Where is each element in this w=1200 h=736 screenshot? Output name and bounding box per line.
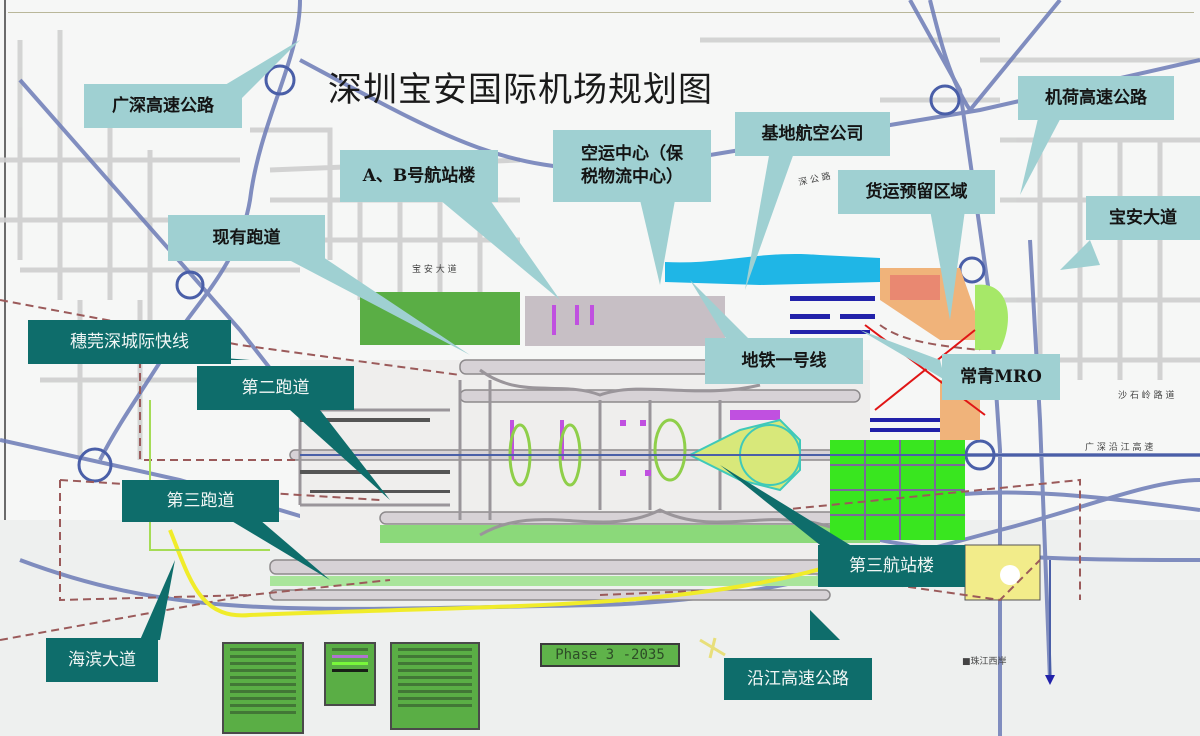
- callout-second-runway: 第二跑道: [197, 366, 354, 410]
- frame-border: [4, 0, 6, 736]
- callout-label-line1: 空运中心（保: [581, 144, 683, 165]
- callout-cargo-reserved-area: 货运预留区域: [838, 170, 995, 214]
- legend-aircraft-codes: [324, 642, 376, 706]
- callout-jihe-expressway: 机荷高速公路: [1018, 76, 1174, 120]
- legend-land-use: [222, 642, 304, 734]
- callout-binhai-avenue: 海滨大道: [46, 638, 158, 682]
- callout-label: 海滨大道: [68, 649, 136, 670]
- callout-metro-line-1: 地铁一号线: [705, 338, 863, 384]
- callout-changqing-mro: 常青MRO: [942, 354, 1060, 400]
- callout-label: 现有跑道: [212, 227, 281, 248]
- callout-label: 广深高速公路: [112, 95, 214, 116]
- callout-label: 常青MRO: [960, 366, 1042, 387]
- callout-label: 机荷高速公路: [1045, 87, 1147, 108]
- callout-label: 货运预留区域: [865, 181, 968, 202]
- frame-top-line: [8, 12, 1194, 13]
- callout-label: 宝安大道: [1109, 207, 1177, 228]
- callout-terminal-3: 第三航站楼: [818, 545, 965, 587]
- legend-stand-table: [390, 642, 480, 730]
- callout-label: 地铁一号线: [741, 350, 827, 371]
- callout-third-runway: 第三跑道: [122, 480, 279, 522]
- callout-terminal-ab: A、B号航站楼: [340, 150, 498, 202]
- callout-label: 基地航空公司: [761, 123, 864, 144]
- callout-yanjiang-expressway: 沿江高速公路: [724, 658, 872, 700]
- road-label-guangshen-coastal: 广 深 沿 江 高 速: [1085, 443, 1154, 453]
- map-title: 深圳宝安国际机场规划图: [328, 70, 713, 110]
- callout-guangshen-expressway: 广深高速公路: [84, 84, 242, 128]
- callout-base-airline: 基地航空公司: [735, 112, 890, 156]
- callout-label: A、B号航站楼: [362, 165, 476, 186]
- callout-baoan-avenue: 宝安大道: [1086, 196, 1200, 240]
- callout-label: 沿江高速公路: [747, 668, 849, 689]
- callout-label-line2: 税物流中心）: [581, 167, 683, 187]
- callout-label: 穗莞深城际快线: [70, 331, 189, 352]
- road-label-minor-road: 沙 石 岭 路 道: [1118, 391, 1175, 401]
- callout-label: 第二跑道: [241, 377, 310, 398]
- callout-existing-runway: 现有跑道: [168, 215, 325, 261]
- phase-label: Phase 3 -2035: [540, 643, 680, 667]
- callout-suiguan-intercity-rail: 穗莞深城际快线: [28, 320, 231, 364]
- road-label-pearl-river-west: ■珠江西岸: [962, 657, 1007, 667]
- callout-label: 第三跑道: [166, 490, 235, 511]
- callout-air-cargo-center: 空运中心（保 税物流中心）: [553, 130, 711, 202]
- callout-label: 第三航站楼: [849, 555, 934, 576]
- road-label-baoan-avenue: 宝 安 大 道: [412, 265, 457, 275]
